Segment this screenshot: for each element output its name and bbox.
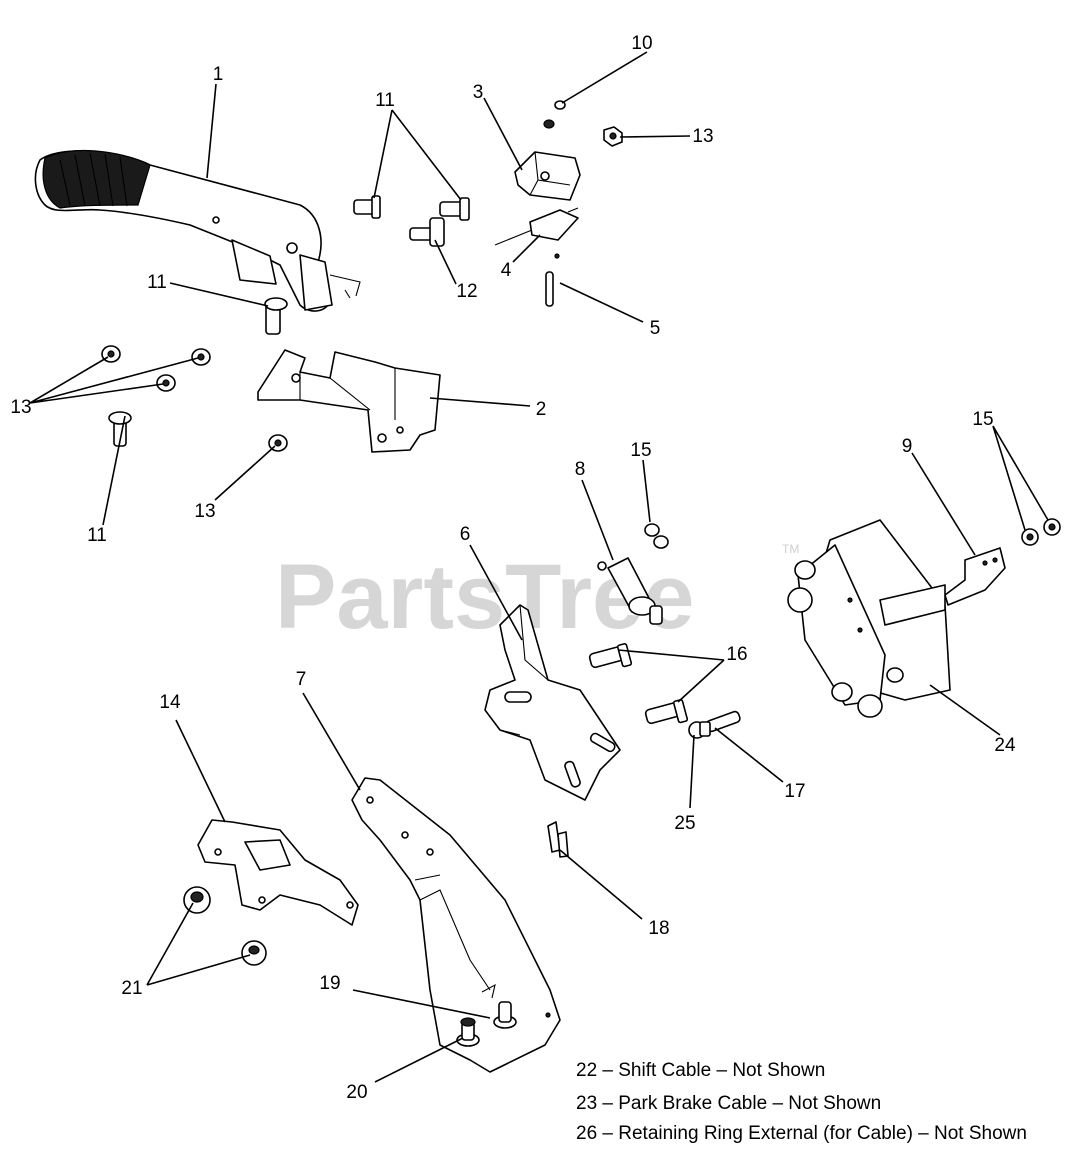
part-19-fitting[interactable] — [493, 1001, 517, 1029]
part-5-pin[interactable] — [545, 253, 560, 307]
part-11-bolt-left[interactable] — [108, 411, 132, 447]
callout-10: 10 — [631, 33, 652, 54]
callout-2: 2 — [536, 399, 547, 420]
part-16-bolt-lower[interactable] — [644, 698, 689, 725]
part-13-nut-top[interactable] — [603, 126, 623, 147]
callout-13-bottom: 13 — [194, 501, 215, 522]
callout-17: 17 — [784, 781, 805, 802]
callout-14: 14 — [159, 692, 181, 713]
callout-24: 24 — [994, 735, 1016, 756]
callout-1: 1 — [213, 64, 224, 85]
callout-3: 3 — [473, 82, 484, 103]
part-11-bolt-top-b[interactable] — [439, 197, 470, 221]
callout-4: 4 — [501, 260, 512, 281]
note-retaining-ring: 26 – Retaining Ring External (for Cable)… — [576, 1123, 1027, 1144]
part-21-nut-a[interactable] — [183, 886, 211, 914]
part-2-mounting-bracket[interactable] — [257, 349, 441, 453]
part-16-bolt-upper[interactable] — [588, 642, 633, 669]
callout-7: 7 — [296, 669, 307, 690]
part-20-nut[interactable] — [456, 1017, 480, 1047]
leader-lines — [29, 51, 1049, 1083]
callout-13-left: 13 — [10, 397, 31, 418]
callout-13-top: 13 — [692, 126, 713, 147]
callout-21: 21 — [121, 978, 142, 999]
part-15-nuts-center[interactable] — [644, 523, 669, 549]
note-shift-cable: 22 – Shift Cable – Not Shown — [576, 1060, 826, 1081]
callout-numbers: 1 3 10 11 13 4 5 11 12 13 2 11 13 8 15 9… — [10, 33, 1016, 1103]
callout-11-left: 11 — [87, 525, 107, 546]
part-8-sensor[interactable] — [597, 557, 663, 625]
callout-11-mid: 11 — [147, 272, 167, 293]
part-24-lever-assembly[interactable] — [787, 519, 951, 718]
part-14-plate[interactable] — [197, 819, 359, 926]
callout-9: 9 — [902, 436, 913, 457]
callout-20: 20 — [346, 1082, 367, 1103]
part-25-nut[interactable] — [688, 721, 711, 739]
part-6-bracket-plate[interactable] — [484, 604, 621, 801]
callout-6: 6 — [460, 524, 471, 545]
callout-11-top: 11 — [375, 90, 395, 111]
part-4-switch[interactable] — [494, 207, 579, 246]
part-11-bolt-mid[interactable] — [264, 297, 288, 335]
callout-25: 25 — [674, 813, 695, 834]
part-3-switch-bracket[interactable] — [514, 151, 581, 201]
callout-18: 18 — [648, 918, 669, 939]
callout-15-center: 15 — [630, 440, 651, 461]
callout-12: 12 — [456, 281, 477, 302]
part-15-nuts-right[interactable] — [1021, 518, 1061, 546]
part-9-tab-plate[interactable] — [944, 547, 1006, 606]
part-13-nut-left-c[interactable] — [156, 374, 176, 392]
callout-19: 19 — [319, 973, 340, 994]
part-18-clip[interactable] — [547, 821, 569, 858]
part-7-long-bracket[interactable] — [351, 777, 561, 1073]
note-park-brake-cable: 23 – Park Brake Cable – Not Shown — [576, 1093, 882, 1114]
watermark-trademark: TM — [782, 542, 799, 556]
part-1-shift-lever[interactable] — [34, 149, 361, 312]
part-12-shoulder-bolt[interactable] — [409, 217, 445, 247]
callout-5: 5 — [650, 318, 661, 339]
part-10-nut[interactable] — [543, 100, 566, 129]
callout-8: 8 — [575, 459, 586, 480]
part-21-nut-b[interactable] — [241, 940, 267, 966]
callout-15-right: 15 — [972, 409, 993, 430]
part-13-nut-left-b[interactable] — [191, 348, 211, 366]
callout-16: 16 — [726, 644, 747, 665]
part-11-bolt-top-a[interactable] — [353, 195, 381, 219]
